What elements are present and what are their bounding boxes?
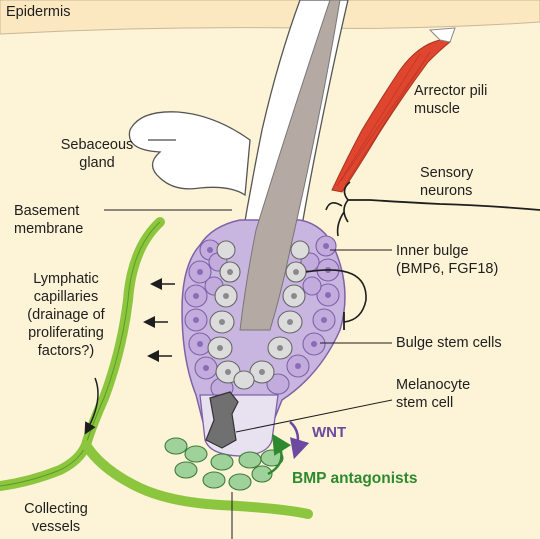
hair-shaft — [239, 0, 341, 331]
melanocyte-leader — [235, 399, 393, 433]
collecting-vessels-label: Collecting vessels — [24, 501, 88, 535]
dermal-papilla — [164, 437, 284, 491]
epidermis-label: Epidermis — [6, 4, 71, 20]
wnt-arrow — [289, 421, 310, 460]
bmp-antagonists-label: BMP antagonists — [292, 470, 418, 487]
sensory-neurons-label: Sensory neurons — [420, 165, 474, 199]
sebaceous-gland-label: Sebaceous gland — [60, 137, 134, 171]
bulge-stem-cells-label: Bulge stem cells — [396, 335, 502, 351]
sebaceous-gland — [128, 111, 251, 197]
bulge-nuclei — [193, 243, 331, 371]
inner-bulge-label: Inner bulge (BMP6, FGF18) — [396, 243, 499, 277]
muscle-striations — [336, 51, 431, 187]
bmp-arrow — [267, 433, 292, 476]
lymphatic-capillaries-label: Lymphatic capillaries (drainage of proli… — [27, 271, 105, 359]
drain-arrow-down — [84, 377, 99, 435]
melanocyte-stem-cell — [205, 391, 239, 449]
arrector-pili-label: Arrector pili muscle — [414, 83, 488, 117]
inner-nuclei — [217, 269, 299, 375]
lymphatic-outline — [0, 221, 161, 487]
neuron-endings — [325, 181, 351, 237]
collecting-vessel — [81, 440, 313, 519]
arrector-pili-muscle — [331, 39, 452, 193]
wnt-label: WNT — [312, 424, 347, 441]
sensory-neuron — [348, 199, 540, 211]
inner-bulge-arc — [305, 269, 367, 323]
melanocyte-stem-cell-label: Melanocyte stem cell — [396, 377, 471, 411]
basement-membrane-label: Basement membrane — [14, 203, 84, 237]
